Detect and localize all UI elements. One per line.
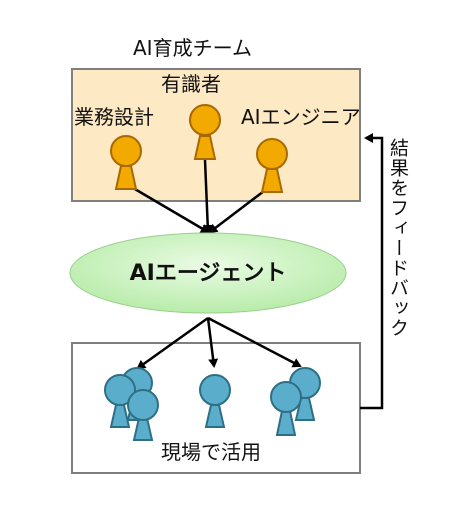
person-icon-ai-engineer	[256, 138, 288, 193]
agent-ellipse	[69, 232, 347, 314]
person-icon-group-right	[270, 367, 321, 436]
team-to-agent-arrows	[127, 159, 269, 234]
feedback-label: 結果をフィードバック	[387, 138, 409, 338]
feedback-arrow	[360, 133, 384, 410]
person-icon-group-left	[104, 367, 159, 441]
person-icon-middle	[199, 374, 231, 428]
member-label-business-design: 業務設計	[74, 105, 154, 129]
agent-label: AIエージェント	[129, 261, 287, 286]
member-label-expert: 有識者	[161, 72, 221, 96]
member-label-ai-engineer: AIエンジニア	[241, 105, 361, 129]
field-label: 現場で活用	[161, 440, 261, 464]
person-icon-expert	[189, 104, 221, 160]
person-icon-business-design	[110, 135, 142, 190]
agent-to-field-arrows	[136, 316, 302, 370]
team-title: AI育成チーム	[133, 36, 252, 60]
